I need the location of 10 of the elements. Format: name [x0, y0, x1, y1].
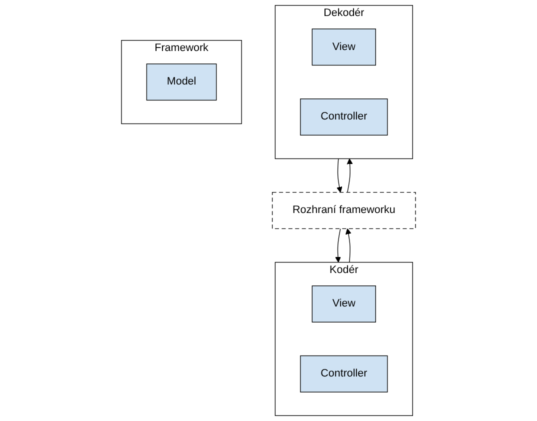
- arrow: [336, 158, 342, 193]
- arrow: [335, 228, 341, 263]
- node-box: View: [312, 28, 376, 66]
- node-box: View: [312, 285, 376, 322]
- node-box: Model: [146, 64, 217, 101]
- node-box: Rozhraní frameworku: [272, 192, 416, 229]
- node-box: Controller: [300, 98, 388, 136]
- arrow: [346, 158, 353, 193]
- arrow: [346, 228, 352, 263]
- node-box: Controller: [300, 355, 388, 392]
